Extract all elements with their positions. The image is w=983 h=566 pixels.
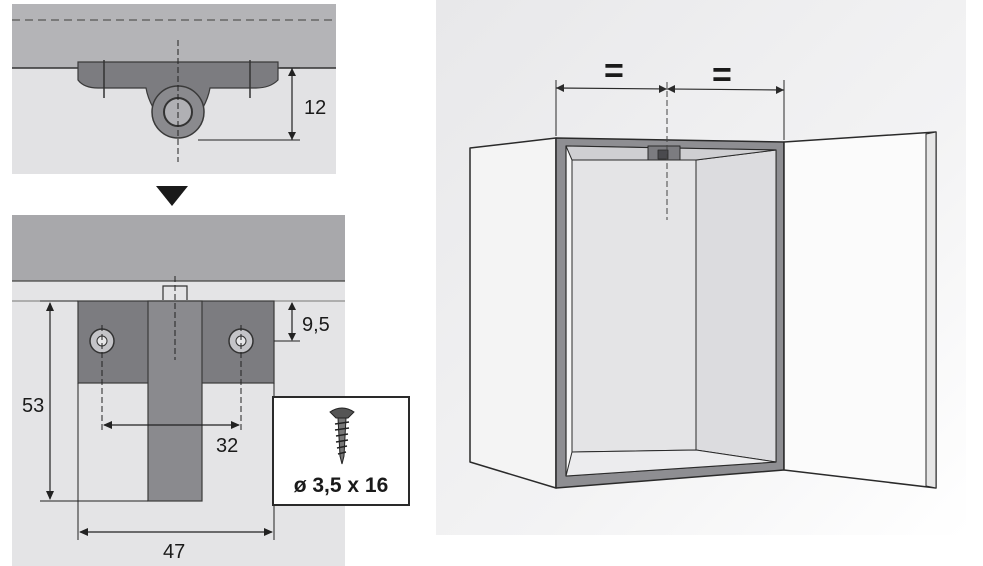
cabinet-inner-right bbox=[695, 149, 777, 463]
cab-dim-arrows bbox=[556, 84, 784, 94]
top-dim-arrows bbox=[288, 68, 296, 140]
dim95-arrows bbox=[288, 302, 296, 341]
cabinet-back-panel bbox=[571, 159, 697, 453]
catch-detail bbox=[657, 149, 669, 160]
bottom-shelf bbox=[12, 215, 345, 281]
cabinet-drawing bbox=[469, 80, 937, 489]
screw-icon bbox=[329, 407, 355, 465]
top-dim-height-label: 12 bbox=[304, 97, 326, 119]
cabinet-door bbox=[783, 131, 937, 489]
down-triangle-icon bbox=[156, 186, 188, 206]
bottom-detail: 9,5 53 32 47 bbox=[12, 215, 345, 563]
top-detail: 12 bbox=[12, 4, 336, 162]
cabinet-door-edge bbox=[925, 131, 937, 489]
dim-total-width-label: 47 bbox=[163, 541, 185, 563]
bottom-pin bbox=[162, 285, 188, 300]
dim-hole-spacing-label: 32 bbox=[216, 435, 238, 457]
cabinet-inner-bottom bbox=[565, 449, 777, 477]
equal-mark-left: = bbox=[604, 52, 624, 90]
dim-total-height-label: 53 bbox=[22, 395, 44, 417]
equal-mark-right: = bbox=[712, 56, 732, 94]
screw-callout: ø 3,5 x 16 bbox=[272, 396, 410, 506]
cabinet-left-side bbox=[469, 137, 557, 489]
screw-spec-label: ø 3,5 x 16 bbox=[293, 474, 389, 497]
top-shelf bbox=[12, 4, 336, 68]
dim-top-offset-label: 9,5 bbox=[302, 314, 330, 336]
